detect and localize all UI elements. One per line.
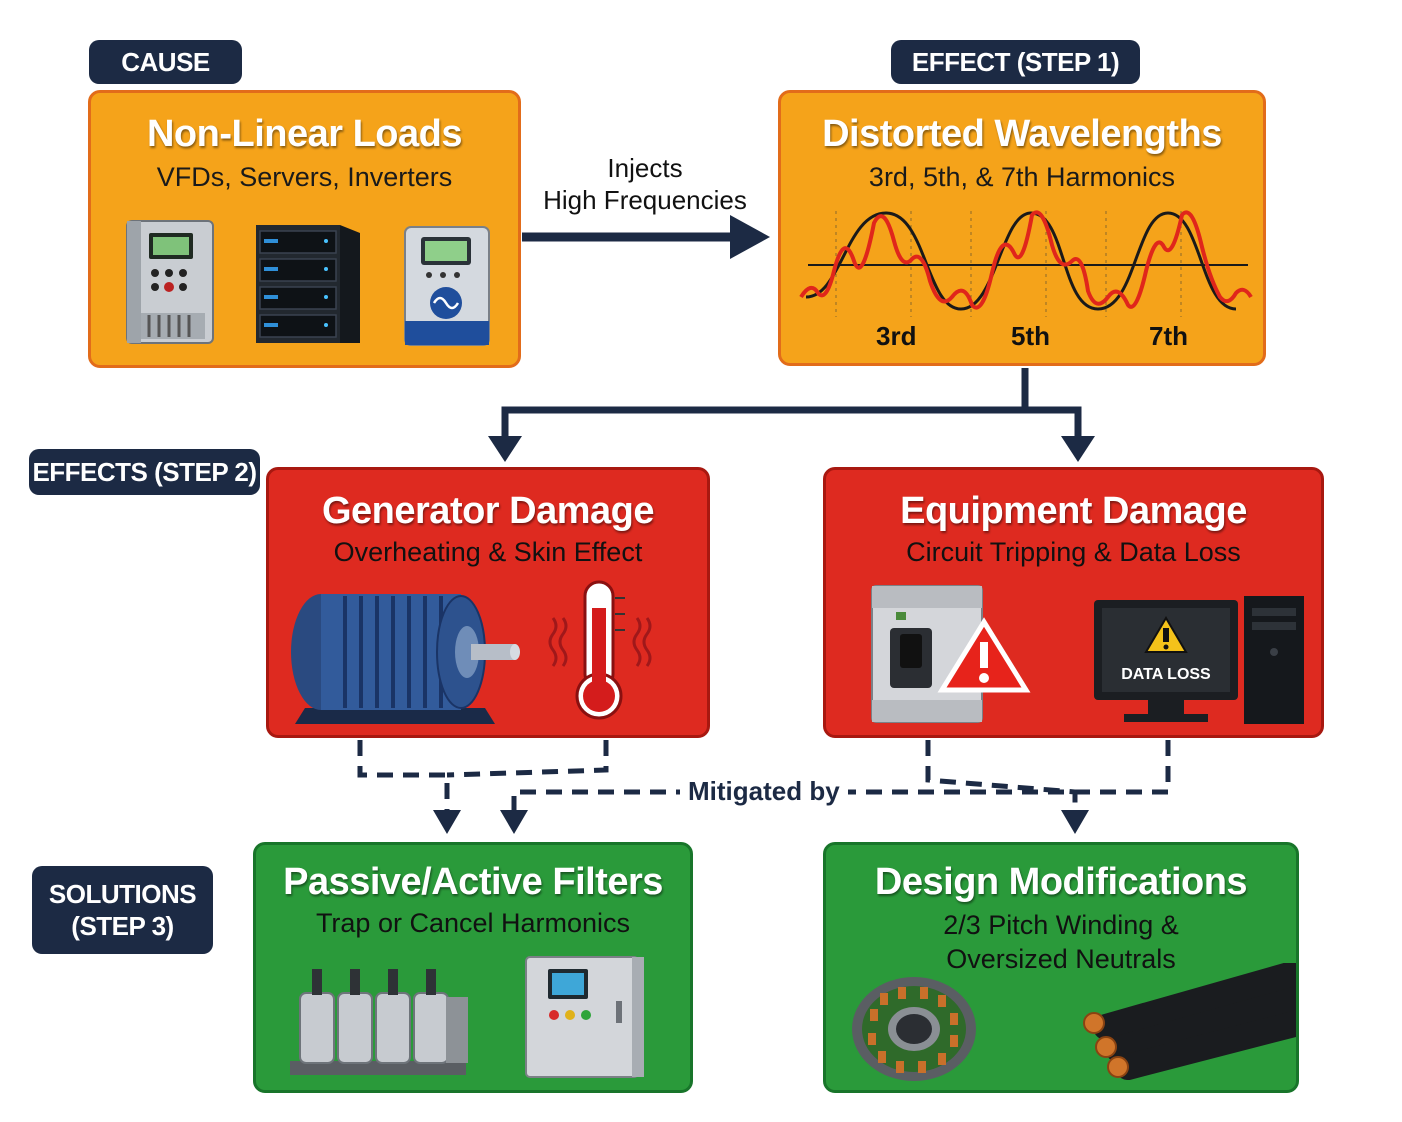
design-subtitle-line2: Oversized Neutrals [946,944,1176,974]
harmonic-label-3rd: 3rd [876,321,917,351]
generator-title: Generator Damage [321,490,655,532]
thermometer-icon [548,580,652,720]
fundamental-wave [805,211,1237,311]
mitigated-by-label: Mitigated by [680,776,848,807]
inverter-icon [404,226,490,346]
inject-label-line1: Injects [607,153,683,183]
computer-icon [1094,596,1304,724]
split-arrowhead-right [1061,436,1095,462]
active-filter-cabinet-icon [525,956,644,1078]
filters-subtitle: Trap or Cancel Harmonics [315,908,631,938]
inject-label-line2: High Frequencies [543,185,747,215]
mitigation-arrowhead-3 [1061,810,1089,834]
generator-subtitle: Overheating & Skin Effect [333,537,643,567]
effect-step1-tag: EFFECT (STEP 1) [891,40,1140,84]
mitigation-arrowhead-1 [433,810,461,834]
circuit-breaker-icon [871,585,1031,723]
cause-subtitle: VFDs, Servers, Inverters [156,162,453,192]
cause-title: Non-Linear Loads [146,113,463,155]
harmonic-label-7th: 7th [1149,321,1188,351]
cause-tag: CAUSE [89,40,242,84]
design-subtitle-line1: 2/3 Pitch Winding & [943,910,1179,940]
split-arrowhead-left [488,436,522,462]
split-connector [501,368,1082,440]
equipment-damage-box: Equipment Damage Circuit Tripping & Data… [823,467,1324,738]
solutions-tag-line1: SOLUTIONS [48,879,197,909]
vfd-drive-icon [126,220,214,344]
server-rack-icon [256,225,360,343]
inject-label: Injects High Frequencies [540,152,750,216]
equipment-title: Equipment Damage [900,490,1247,532]
solutions-step3-tag: SOLUTIONS (STEP 3) [32,866,213,954]
filters-box: Passive/Active Filters Trap or Cancel Ha… [253,842,693,1093]
mitigation-arrowhead-2 [500,810,528,834]
effect1-subtitle: 3rd, 5th, & 7th Harmonics [868,162,1176,192]
capacitor-bank-icon [290,969,468,1075]
distorted-wave [799,210,1253,310]
generator-damage-box: Generator Damage Overheating & Skin Effe… [266,467,710,738]
effect1-title: Distorted Wavelengths [822,113,1222,155]
harmonic-waveform [799,210,1253,317]
inject-arrowhead [730,215,770,259]
design-title: Design Modifications [874,861,1248,903]
mitigation-dashes [357,740,1171,812]
filters-title: Passive/Active Filters [283,861,663,903]
data-loss-screen-text: DATA LOSS [1121,666,1211,683]
harmonic-label-5th: 5th [1011,321,1050,351]
generator-motor-icon [291,594,520,724]
effects-step2-tag: EFFECTS (STEP 2) [29,449,260,495]
stator-winding-icon [852,977,976,1081]
effect1-box: Distorted Wavelengths 3rd, 5th, & 7th Ha… [778,90,1266,366]
equipment-subtitle: Circuit Tripping & Data Loss [906,537,1241,567]
cause-box: Non-Linear Loads VFDs, Servers, Inverter… [88,90,521,368]
design-modifications-box: Design Modifications 2/3 Pitch Winding &… [823,842,1299,1093]
solutions-tag-line2: (STEP 3) [71,911,174,941]
oversized-neutral-cables-icon [1083,963,1296,1080]
